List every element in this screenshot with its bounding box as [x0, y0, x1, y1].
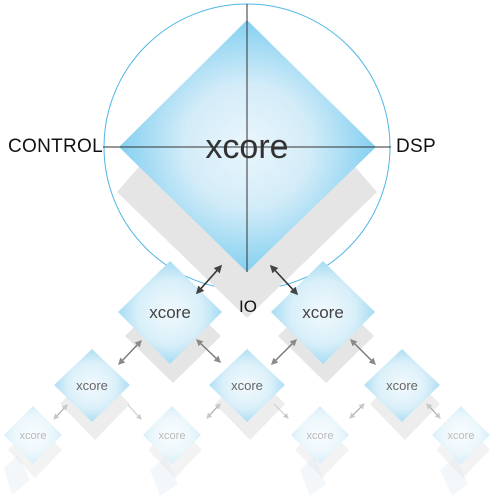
io-label: IO: [239, 297, 257, 316]
tier4-node-4-label: xcore: [448, 430, 475, 442]
tier3-node-middle: xcore: [209, 349, 285, 440]
arrow-t3l-to-t4-1: [53, 404, 68, 420]
arrow-main-to-right: [269, 264, 299, 296]
tier3-node-right: xcore: [364, 349, 440, 440]
arrow-t3m-to-t4-2: [206, 403, 221, 419]
arrow-t3l-to-t4-2: [127, 404, 142, 420]
arrow-t2l-to-t3l: [118, 339, 142, 366]
tier3-node-right-label: xcore: [386, 378, 418, 393]
tier3-node-left-label: xcore: [76, 378, 108, 393]
tier2-node-left: xcore: [118, 261, 222, 383]
tier4-node-3: xcore: [291, 406, 349, 478]
arrow-t2r-to-t3r: [350, 339, 376, 365]
control-label: CONTROL: [8, 136, 103, 157]
tier4-node-2-label: xcore: [159, 430, 186, 442]
tier4-node-4: xcore: [432, 406, 490, 478]
dsp-label: DSP: [396, 136, 436, 157]
arrow-t3m-to-t4-3: [273, 403, 289, 419]
tier4-node-1: xcore: [4, 406, 62, 478]
arrow-main-to-left: [195, 264, 223, 295]
arrow-t3r-to-t4-3: [349, 403, 365, 419]
tier3-node-left: xcore: [54, 349, 130, 440]
main-node-label: xcore: [205, 128, 288, 166]
tier4-node-2: xcore: [143, 406, 202, 478]
bottom-fade: [4, 455, 468, 496]
tier2-node-right-label: xcore: [302, 303, 344, 322]
arrow-t2l-to-t3m: [195, 339, 222, 363]
arrow-t2r-to-t3m: [271, 339, 297, 365]
tier2-node-left-label: xcore: [149, 303, 191, 322]
tier3-node-middle-label: xcore: [231, 378, 263, 393]
tier4-node-1-label: xcore: [20, 430, 47, 442]
tier4-node-3-label: xcore: [307, 430, 334, 442]
arrow-t3r-to-t4-4: [426, 403, 441, 419]
